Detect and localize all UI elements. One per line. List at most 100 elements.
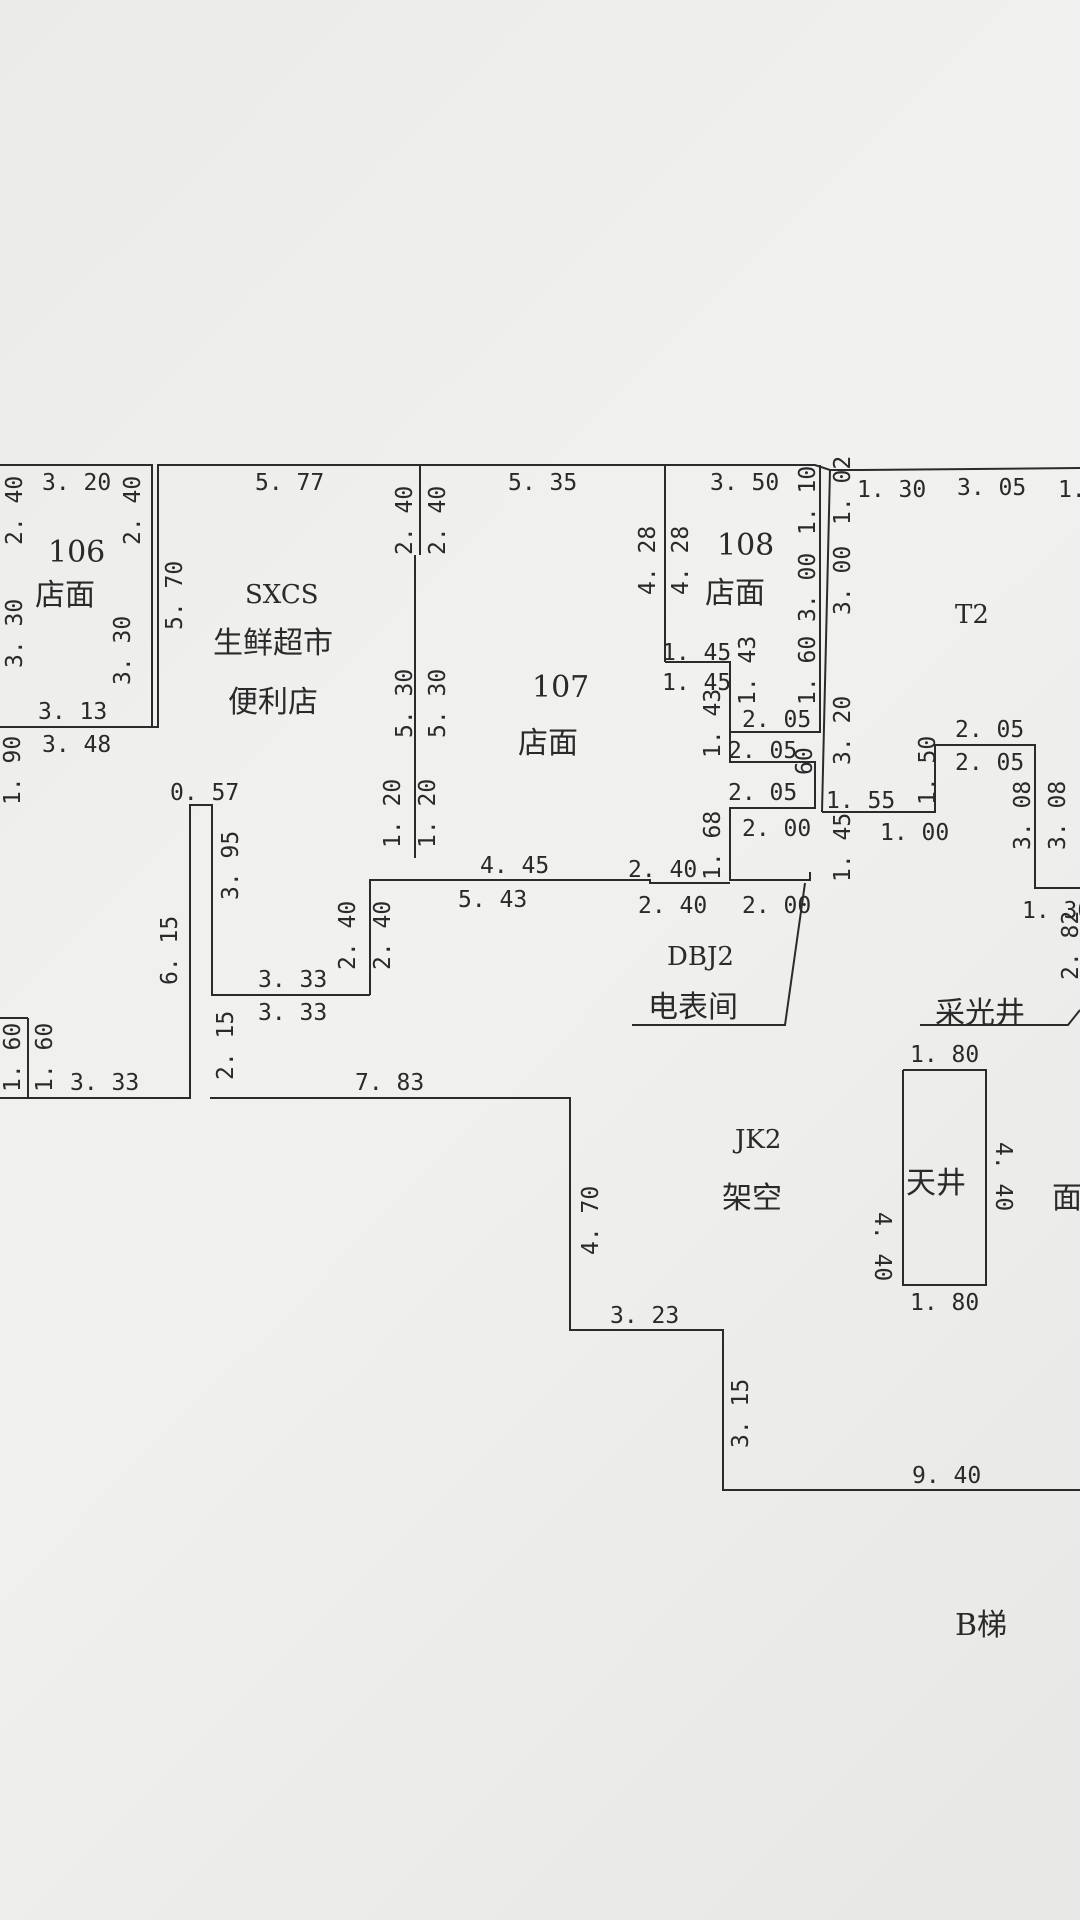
dimension-label: 5. 35: [508, 470, 577, 496]
dimension-label: 3. 30: [2, 599, 28, 668]
dimension-label: 2. 40: [370, 901, 396, 970]
dimension-label: 2. 00: [742, 816, 811, 842]
dimension-label: 3. 33: [258, 967, 327, 993]
wall-lightwell: [920, 1009, 1080, 1026]
dimension-label: 3. 23: [610, 1303, 679, 1329]
dimension-label: 3. 30: [110, 616, 136, 685]
dimension-label: 1. 30: [1022, 898, 1080, 924]
dimension-label: 5. 43: [458, 887, 527, 913]
dimension-label: 0. 57: [170, 780, 239, 806]
dimension-label: 6. 15: [157, 916, 183, 985]
dimension-label: 1. 80: [910, 1290, 979, 1316]
room-106-number: 106: [48, 535, 105, 570]
dimension-label: 3. 95: [218, 831, 244, 900]
room-sxcs-line1: 生鲜超市: [213, 626, 333, 661]
dimension-label: 3. 20: [830, 696, 856, 765]
room-t2-code: T2: [955, 600, 989, 630]
room-edge-fragment: 面: [1052, 1181, 1080, 1216]
dimension-label: 3. 15: [728, 1379, 754, 1448]
dimension-label: 1. 10: [795, 466, 821, 535]
dimension-label: 2. 40: [120, 476, 146, 545]
dimension-label: 1. 20: [415, 779, 441, 848]
dimension-label: 5. 30: [392, 669, 418, 738]
dimension-label: 4. 45: [480, 853, 549, 879]
dimension-label: 1. 43: [735, 636, 761, 705]
room-labels: 106 店面 SXCS 生鲜超市 便利店 107 店面 108 店面 T2 DB…: [35, 528, 1080, 1643]
dimension-label: 1. 45: [830, 813, 856, 882]
room-skylight-name: 天井: [906, 1166, 966, 1201]
room-106-name: 店面: [35, 578, 95, 613]
dimension-label: 3. 08: [1010, 781, 1036, 850]
dimension-label: 3. 08: [1045, 781, 1071, 850]
dimension-label: 2. 40: [335, 901, 361, 970]
room-b-stair-name: B梯: [955, 1608, 1007, 1643]
dimension-label: 2. 05: [955, 750, 1024, 776]
room-108-number: 108: [717, 528, 774, 563]
dimension-label: 1. 90: [0, 736, 26, 805]
dimension-label: 3. 50: [710, 470, 779, 496]
dimension-label: 5. 77: [255, 470, 324, 496]
room-jk2-code: JK2: [732, 1125, 781, 1155]
dimension-label: 2. 05: [728, 780, 797, 806]
dimension-labels: 3. 20 2. 40 2. 40 3. 30 3. 30 3. 13 3. 4…: [0, 456, 1080, 1489]
dimension-label: 2. 40: [392, 486, 418, 555]
dimension-label: 3. 05: [957, 475, 1026, 501]
top-outer-wall: [0, 464, 153, 728]
dimension-label: 4. 28: [635, 526, 661, 595]
dimension-label: 1. 45: [662, 640, 731, 666]
wall-108-steps: [729, 732, 816, 881]
wall-t2-steps: [822, 744, 1080, 889]
dimension-label: 2. 05: [955, 717, 1024, 743]
wall-dbj2: [632, 882, 806, 1026]
room-107-name: 店面: [518, 726, 578, 761]
room-sxcs-code: SXCS: [245, 580, 319, 610]
dimension-label: 2. 05: [728, 738, 797, 764]
dimension-label: 1. 80: [910, 1042, 979, 1068]
dimension-label: 1. 55: [826, 788, 895, 814]
room-lightwell-name: 采光井: [935, 996, 1025, 1031]
room-108-name: 店面: [705, 576, 765, 611]
dimension-label: 7. 83: [355, 1070, 424, 1096]
wall-lines: [0, 464, 1080, 1491]
dimension-label: 3. 33: [70, 1070, 139, 1096]
dimension-label: 1. 00: [880, 820, 949, 846]
dimension-label: 2. 40: [638, 893, 707, 919]
dimension-label: 1. 20: [380, 779, 406, 848]
dimension-label: 5. 30: [425, 669, 451, 738]
room-sxcs-line2: 便利店: [228, 685, 318, 720]
dimension-label: 60: [792, 747, 818, 775]
dimension-label: 3. 13: [38, 699, 107, 725]
dimension-label: 3. 48: [42, 732, 111, 758]
dimension-label: 4. 40: [990, 1142, 1016, 1211]
dimension-label: 1. 50: [915, 736, 941, 805]
room-jk2-name: 架空: [722, 1181, 782, 1216]
dimension-label: 2. 40: [628, 857, 697, 883]
dimension-label: 9. 40: [912, 1463, 981, 1489]
wall-sxcs-bottom: [0, 804, 370, 1099]
dimension-label: 2. 82: [1058, 911, 1080, 980]
room-107-number: 107: [532, 670, 589, 705]
dimension-label: 1. 45: [662, 670, 731, 696]
dimension-label: 1. 30: [857, 477, 926, 503]
dimension-label: 1. 60: [32, 1023, 58, 1092]
wall-108-right: [821, 469, 831, 813]
dimension-label: 2. 40: [425, 486, 451, 555]
dimension-label: 3. 00: [830, 546, 856, 615]
dimension-label: 4. 40: [869, 1212, 895, 1281]
dimension-label: 2. 00: [742, 893, 811, 919]
wall-jk2-outline: [210, 1097, 1080, 1491]
sxcs-top-wall: [152, 464, 1080, 728]
wall-skylight: [902, 1069, 987, 1286]
dimension-label: 1. 60: [795, 636, 821, 705]
dimension-label: 1. 43: [700, 689, 726, 758]
wall-107-bottom: [369, 879, 730, 995]
dimension-label: 2. 05: [742, 707, 811, 733]
dimension-label: 5. 70: [162, 561, 188, 630]
dimension-label: 3. 00: [795, 553, 821, 622]
room-dbj2-name: 电表间: [648, 990, 738, 1025]
dimension-label: 4. 28: [668, 526, 694, 595]
dimension-label: 3. 33: [258, 1000, 327, 1026]
dimension-label: 1. 60: [0, 1023, 26, 1092]
dimension-label: 1.: [1058, 477, 1080, 503]
